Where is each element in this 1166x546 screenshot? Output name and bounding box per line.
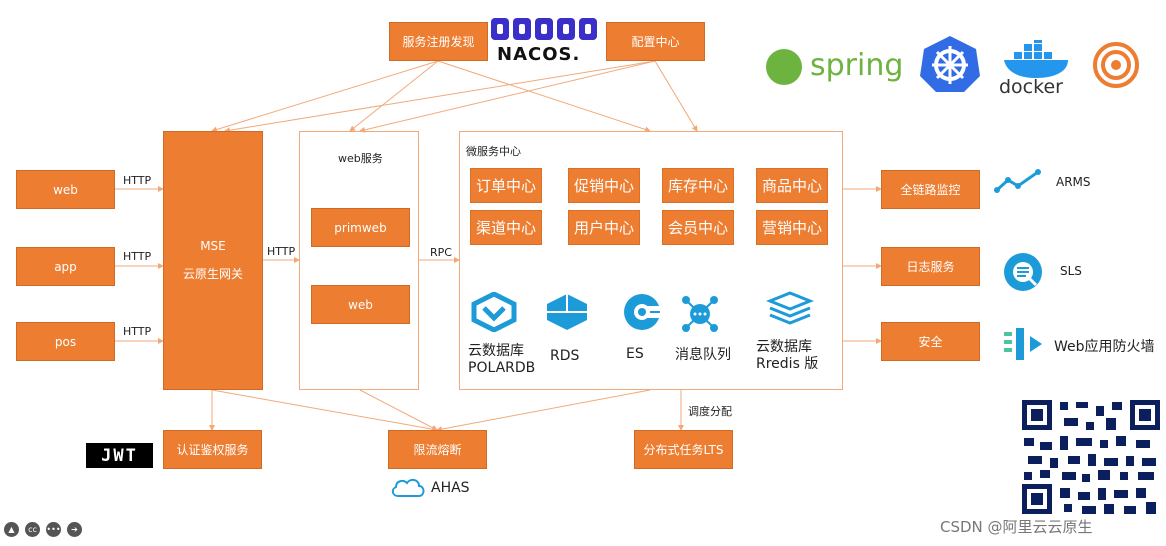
dispatch-label: 调度分配: [688, 405, 732, 418]
primweb-label: primweb: [334, 220, 387, 235]
ahas-label: AHAS: [431, 480, 470, 496]
docker-whale-icon: [1004, 40, 1068, 78]
log-service-label: 日志服务: [906, 260, 955, 274]
http-label-app: HTTP: [123, 250, 152, 263]
distributed-task-label: 分布式任务LTS: [643, 443, 724, 457]
waf-icon: [1004, 328, 1042, 360]
docker-logo: docker: [999, 76, 1063, 98]
polardb-line1: 云数据库: [468, 343, 524, 359]
redis-icon: [766, 291, 814, 325]
service-registry-label: 服务注册发现: [402, 35, 475, 49]
waf-label: Web应用防火墙: [1054, 339, 1155, 355]
arms-icon: [994, 169, 1041, 193]
rds-icon: [547, 294, 587, 330]
captions-icon[interactable]: cc: [25, 522, 40, 537]
gateway-line1: MSE: [200, 239, 226, 253]
gateway-line2: 云原生网关: [182, 267, 243, 281]
slide-controls[interactable]: ▲ cc ••• ➔: [0, 522, 82, 537]
polardb-icon: [471, 292, 517, 332]
micro-service-frame: [459, 131, 843, 390]
more-icon[interactable]: •••: [46, 522, 61, 537]
client-pos-box: pos: [16, 322, 115, 361]
primweb-box: primweb: [311, 208, 410, 247]
log-service-box: 日志服务: [881, 247, 980, 286]
auth-service-box: 认证鉴权服务: [163, 430, 262, 469]
es-icon: [624, 294, 662, 330]
http-label-gateway: HTTP: [267, 245, 296, 258]
distributed-task-box: 分布式任务LTS: [634, 430, 733, 469]
config-center-label: 配置中心: [631, 35, 680, 49]
redis-line2: Rredis 版: [756, 356, 819, 372]
client-pos-label: pos: [54, 334, 77, 349]
inventory-center: 库存中心: [662, 168, 734, 203]
web-service-title: web服务: [338, 152, 383, 165]
jwt-logo: JWT: [86, 443, 153, 468]
full-link-monitor-label: 全链路监控: [900, 183, 961, 197]
sls-label: SLS: [1060, 264, 1082, 278]
polardb-label: 云数据库 POLARDB: [468, 343, 535, 377]
http-label-web: HTTP: [123, 174, 152, 187]
orange-swirl-logo: [1093, 42, 1139, 88]
es-label: ES: [626, 346, 644, 362]
kubernetes-icon: [920, 36, 980, 92]
service-registry-box: 服务注册发现: [389, 22, 488, 61]
user-center: 用户中心: [568, 210, 640, 245]
rate-limit-label: 限流熔断: [413, 443, 462, 457]
full-link-monitor-box: 全链路监控: [881, 170, 980, 209]
promotion-center: 促销中心: [568, 168, 640, 203]
channel-center: 渠道中心: [470, 210, 542, 245]
csdn-watermark: CSDN @阿里云云原生: [940, 518, 1093, 536]
product-center: 商品中心: [756, 168, 828, 203]
polardb-line2: POLARDB: [468, 360, 536, 376]
redis-line1: 云数据库: [756, 339, 812, 355]
arms-label: ARMS: [1056, 175, 1091, 189]
security-box: 安全: [881, 322, 980, 361]
spring-logo: spring: [810, 48, 904, 83]
client-app-label: app: [54, 259, 77, 274]
auth-service-label: 认证鉴权服务: [176, 443, 249, 457]
message-queue-label: 消息队列: [675, 347, 731, 363]
rate-limit-box: 限流熔断: [388, 430, 487, 469]
member-center: 会员中心: [662, 210, 734, 245]
client-web-label: web: [53, 182, 78, 197]
config-center-box: 配置中心: [606, 22, 705, 61]
order-center: 订单中心: [470, 168, 542, 203]
security-label: 安全: [918, 335, 943, 349]
ahas-cloud-icon: [391, 478, 425, 497]
web-label: web: [348, 297, 373, 312]
nacos-logo: NACOS.: [497, 44, 581, 65]
qr-code: [1020, 398, 1162, 516]
pointer-icon[interactable]: ▲: [4, 522, 19, 537]
marketing-center: 营销中心: [756, 210, 828, 245]
rpc-label: RPC: [430, 246, 452, 259]
message-queue-icon: [682, 296, 718, 332]
http-label-pos: HTTP: [123, 325, 152, 338]
sls-icon: [1004, 253, 1042, 291]
client-web-box: web: [16, 170, 115, 209]
web-box: web: [311, 285, 410, 324]
micro-service-title: 微服务中心: [466, 145, 521, 158]
next-arrow-icon[interactable]: ➔: [67, 522, 82, 537]
mse-gateway-box: MSE 云原生网关: [163, 131, 263, 390]
dubbo-logo: [491, 18, 597, 40]
spring-leaf-icon: [766, 49, 802, 85]
client-app-box: app: [16, 247, 115, 286]
redis-label: 云数据库 Rredis 版: [756, 339, 818, 373]
rds-label: RDS: [550, 348, 580, 364]
web-service-frame: [299, 131, 419, 390]
